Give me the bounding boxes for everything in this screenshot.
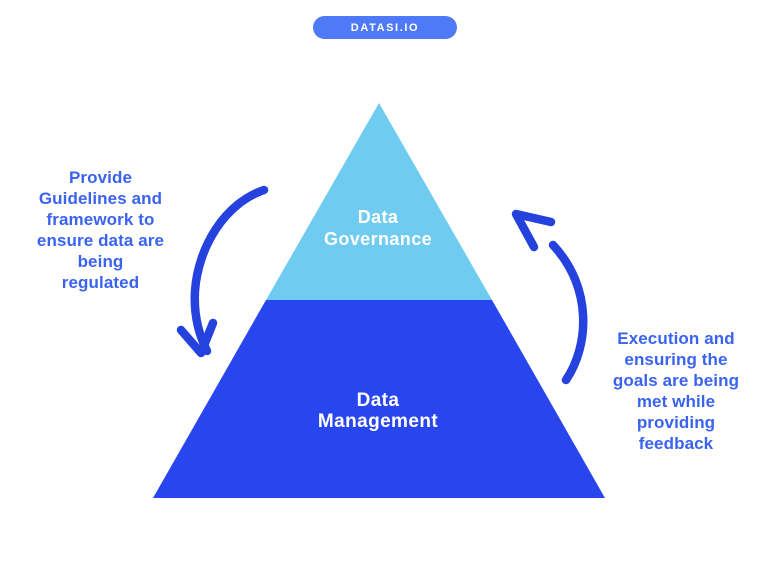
right-arrow-head — [511, 209, 556, 252]
left-arrow-head — [176, 318, 218, 358]
pyramid-bottom-tier-label: Data Management — [317, 390, 439, 432]
pyramid-top-tier-label: Data Governance — [323, 207, 433, 249]
right-curved-arrow — [511, 209, 588, 385]
governance-annotation-text: Provide Guidelines and framework to ensu… — [36, 168, 165, 292]
pyramid-bottom-tier-shape — [153, 300, 605, 498]
left-arrow-curve — [190, 185, 269, 356]
left-curved-arrow — [176, 185, 269, 358]
brand-badge-label: DATASI.IO — [350, 21, 420, 34]
management-annotation-text: Execution and ensuring the goals are bei… — [612, 329, 740, 453]
brand-badge: DATASI.IO — [313, 16, 457, 39]
right-arrow-curve — [548, 240, 588, 385]
pyramid-top-tier-shape — [266, 103, 492, 300]
